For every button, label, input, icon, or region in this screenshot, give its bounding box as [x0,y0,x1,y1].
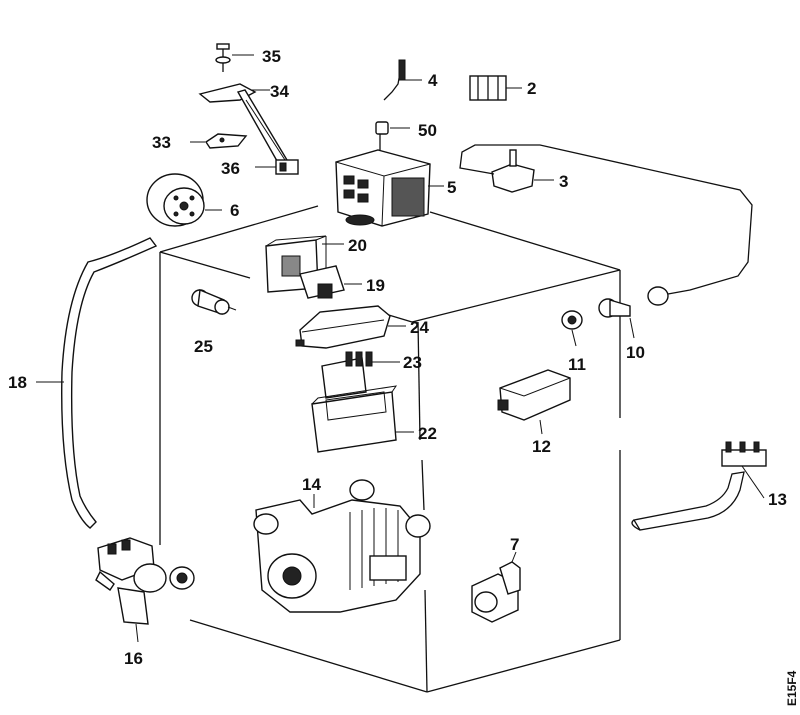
part-5-timer [335,134,444,227]
label-22: 22 [418,424,437,443]
part-14-motor [253,479,431,613]
label-13: 13 [768,490,787,509]
part-11-bushing [561,310,583,347]
part-12-switch-block [497,369,571,435]
part-50-cap [375,121,410,135]
label-35: 35 [262,47,281,66]
part-23-terminal-plug [321,351,400,399]
label-2: 2 [527,79,536,98]
part-19-filter [299,265,362,299]
part-22-module [311,385,414,453]
drawing-code: E15F4 [785,670,799,706]
part-labels: 35 34 33 36 6 4 2 50 5 3 20 19 25 24 23 … [8,47,787,668]
label-5: 5 [447,178,456,197]
part-18-hose [36,237,158,529]
part-4-wire [383,59,422,101]
label-14: 14 [302,475,321,494]
label-4: 4 [428,71,438,90]
cabinet-outline [159,205,621,693]
part-33-bracket [190,133,248,149]
label-12: 12 [532,437,551,456]
label-34: 34 [270,82,289,101]
part-34-lever [198,83,292,169]
label-6: 6 [230,201,239,220]
label-23: 23 [403,353,422,372]
label-10: 10 [626,343,645,362]
label-24: 24 [410,318,429,337]
label-20: 20 [348,236,367,255]
part-2-terminal [469,75,522,101]
part-3-thermostat [459,144,753,306]
label-36: 36 [221,159,240,178]
label-3: 3 [559,172,568,191]
part-25-capacitor [191,288,237,315]
part-36-switch [255,159,299,175]
part-13-heater [631,441,767,531]
label-16: 16 [124,649,143,668]
part-10-lampholder [598,298,635,339]
label-11: 11 [568,355,586,374]
label-7: 7 [510,535,519,554]
label-50: 50 [418,121,437,140]
part-35-pin [215,43,254,72]
part-24-cover [295,305,406,349]
part-7-valve [471,551,521,623]
label-25: 25 [194,337,213,356]
label-19: 19 [366,276,385,295]
part-16-pump [95,537,195,643]
label-33: 33 [152,133,171,152]
label-18: 18 [8,373,27,392]
part-6-pulley [146,173,222,227]
